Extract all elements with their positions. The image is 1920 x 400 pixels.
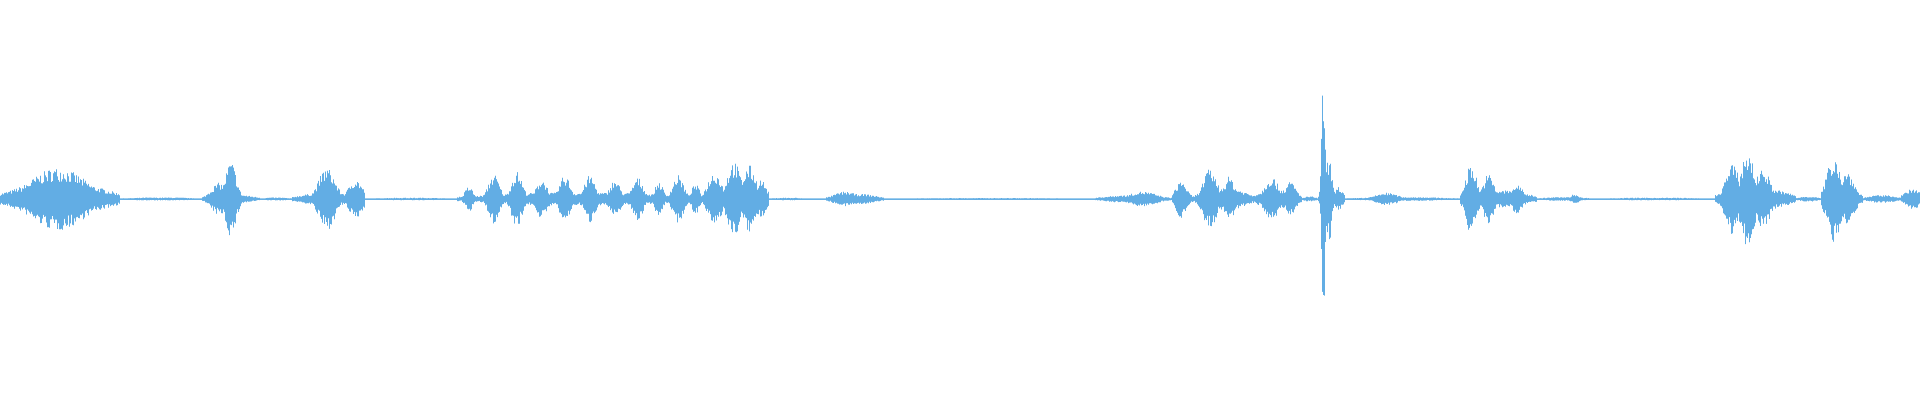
waveform-shape bbox=[0, 95, 1920, 296]
